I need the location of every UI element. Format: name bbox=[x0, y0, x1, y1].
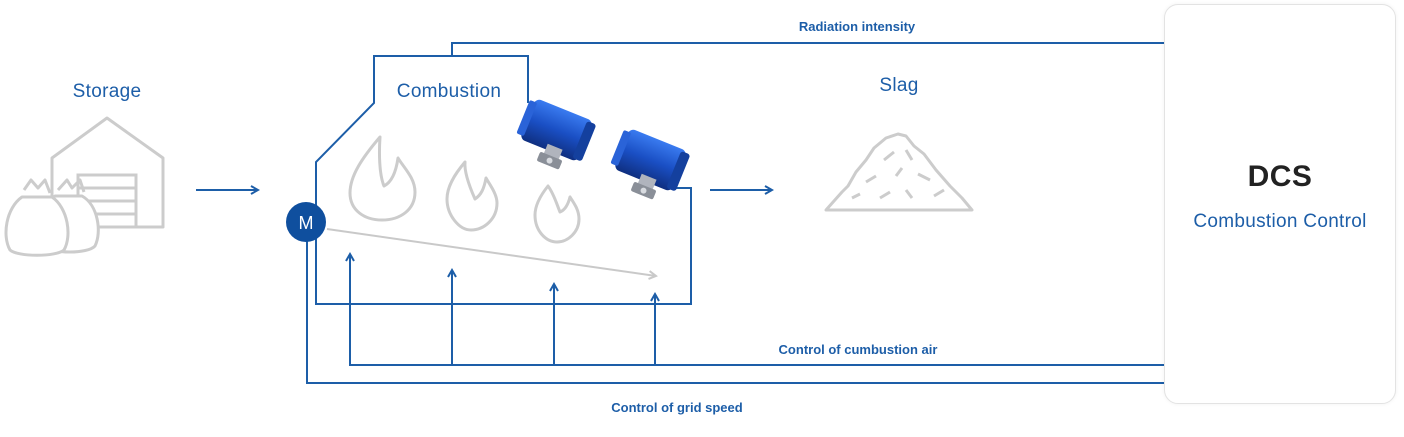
motor-label: M bbox=[299, 213, 314, 233]
slag-label: Slag bbox=[879, 75, 918, 96]
radiation-signal-line bbox=[451, 42, 1164, 56]
dcs-panel: DCS Combustion Control bbox=[1164, 4, 1396, 404]
grid-speed-line bbox=[306, 240, 1164, 384]
grid-direction-arrow bbox=[326, 228, 656, 276]
slag-pile-icon bbox=[824, 132, 974, 212]
storage-label: Storage bbox=[73, 81, 142, 102]
radiation-intensity-label: Radiation intensity bbox=[799, 19, 916, 34]
flame-icon bbox=[445, 160, 499, 232]
pyrometer-camera-icon bbox=[516, 99, 596, 170]
combustion-air-line bbox=[350, 254, 1164, 366]
motor-icon: M bbox=[286, 202, 326, 242]
grid-speed-label: Control of grid speed bbox=[611, 400, 743, 415]
dcs-title: DCS bbox=[1247, 160, 1313, 193]
combustion-air-label: Control of cumbustion air bbox=[779, 342, 938, 357]
flame-icon bbox=[348, 135, 417, 222]
pyrometer-camera-icon bbox=[610, 129, 690, 200]
combustion-label: Combustion bbox=[397, 81, 501, 102]
garbage-bags-icon bbox=[4, 178, 100, 257]
dcs-subtitle: Combustion Control bbox=[1193, 211, 1367, 232]
flame-icon bbox=[533, 184, 581, 244]
combustion-chamber-outline bbox=[315, 55, 692, 305]
